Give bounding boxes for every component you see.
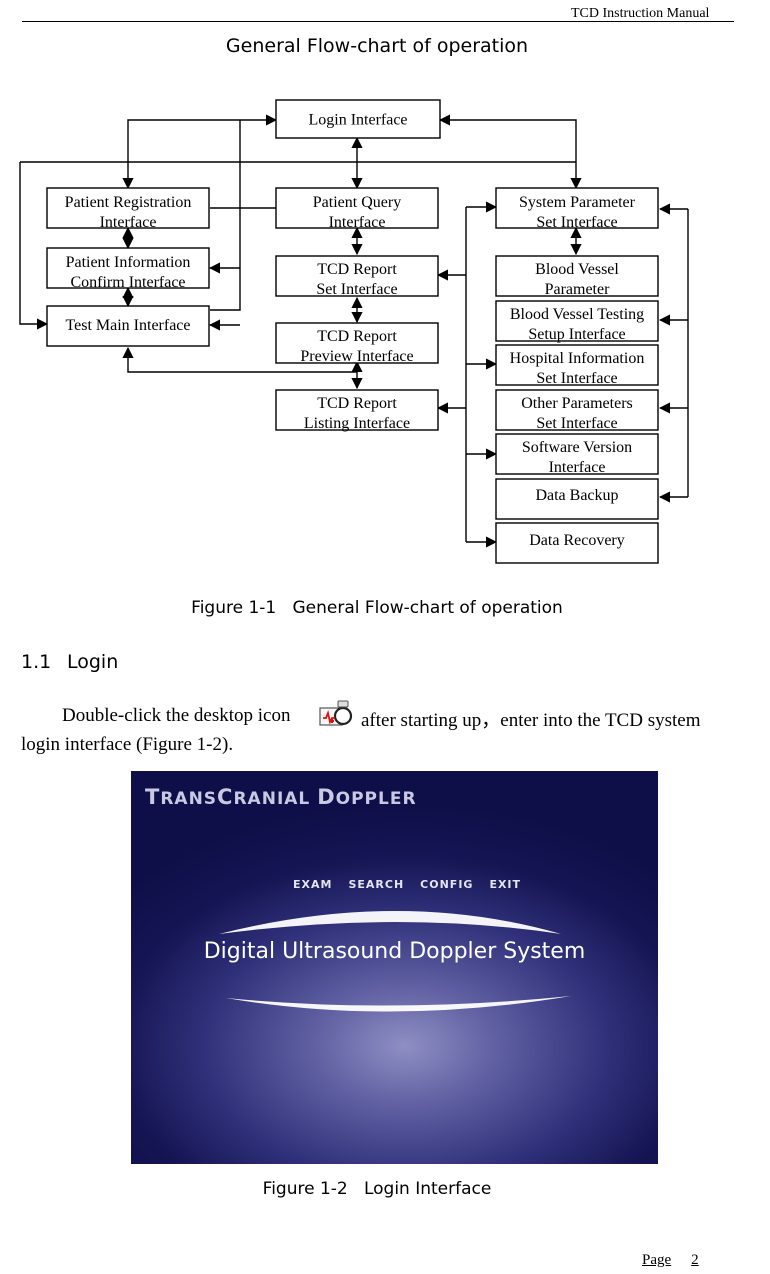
flow-box-label: Blood Vessel	[535, 261, 619, 278]
flow-box-system-parameter: System Parameter Set Interface	[495, 187, 659, 231]
flow-box-label: TCD Report	[317, 261, 397, 278]
decorative-arcs	[219, 911, 571, 1012]
menu-search[interactable]: SEARCH	[348, 878, 405, 891]
figure-title: Login Interface	[363, 1179, 492, 1199]
flow-box-sublabel: Interface	[549, 459, 606, 476]
flow-box-sublabel: Preview Interface	[300, 348, 413, 365]
chart-title: General Flow-chart of operation	[225, 35, 529, 57]
flow-box-patient-query: Patient Query Interface	[275, 187, 439, 231]
paragraph-text-continued: after starting up，enter into the TCD sys…	[361, 710, 701, 731]
flow-box-sublabel: Listing Interface	[304, 415, 410, 432]
brand-initial: D	[317, 785, 336, 809]
page-label: Page	[642, 1252, 672, 1268]
brand-text: OPPLER	[335, 789, 417, 809]
menu-config[interactable]: CONFIG	[420, 878, 474, 891]
flow-box-test-main: Test Main Interface	[46, 305, 210, 347]
figure-number: Figure 1-2	[262, 1179, 348, 1199]
manual-title: TCD Instruction Manual	[571, 6, 710, 21]
brand-initial: T	[145, 785, 161, 809]
flow-box-label: Patient Query	[313, 194, 401, 211]
login-interface-screenshot: TRANSCRANIAL DOPPLER EXAM SEARCH CONFIG …	[131, 771, 658, 1164]
flow-box-blood-vessel-parameter: Blood Vessel Parameter	[495, 255, 659, 298]
flow-box-login: Login Interface	[275, 99, 441, 139]
brand-title: TRANSCRANIAL DOPPLER	[145, 785, 417, 809]
figure-2-caption: Figure 1-2 Login Interface	[0, 1179, 754, 1199]
flow-box-label: Data Backup	[535, 487, 618, 504]
flow-box-other-parameters: Other Parameters Set Interface	[495, 389, 659, 432]
flow-box-sublabel: Set Interface	[536, 370, 617, 387]
flow-box-label: Patient Information	[66, 254, 191, 271]
flow-box-label: Test Main Interface	[65, 317, 190, 334]
brand-text: RANIAL	[233, 789, 318, 809]
figure-title: General Flow-chart of operation	[292, 598, 563, 618]
flow-box-sublabel: Parameter	[545, 281, 611, 298]
flow-box-patient-registration: Patient Registration Interface	[46, 187, 210, 231]
flow-box-data-backup: Data Backup	[495, 478, 659, 520]
flow-box-sublabel: Interface	[329, 214, 386, 231]
flow-box-sublabel: Set Interface	[536, 214, 617, 231]
brand-initial: C	[217, 785, 234, 809]
flow-box-label: Data Recovery	[529, 532, 625, 549]
flow-box-label: Other Parameters	[521, 395, 633, 412]
section-heading: 1.1 Login	[21, 651, 118, 673]
tcd-app-icon	[319, 700, 353, 726]
figure-1-caption: Figure 1-1 General Flow-chart of operati…	[0, 598, 754, 618]
flow-box-label: TCD Report	[317, 395, 397, 412]
flow-box-label: Login Interface	[308, 112, 407, 129]
page-number: 2	[691, 1252, 699, 1268]
figure-number: Figure 1-1	[191, 598, 277, 618]
flow-box-label: TCD Report	[317, 328, 397, 345]
flow-box-label: Hospital Information	[510, 350, 645, 367]
flow-box-blood-vessel-testing-setup: Blood Vessel Testing Setup Interface	[495, 300, 659, 343]
system-title: Digital Ultrasound Doppler System	[203, 939, 586, 964]
flow-box-software-version: Software Version Interface	[495, 433, 659, 476]
flowchart-diagram: Login Interface Patient Registration Int…	[19, 99, 689, 564]
flow-box-label: Blood Vessel Testing	[510, 306, 644, 323]
flow-box-tcd-report-preview: TCD Report Preview Interface	[275, 322, 439, 365]
flow-box-sublabel: Setup Interface	[528, 326, 625, 343]
paragraph-text-start: Double-click the desktop icon	[62, 705, 291, 726]
flow-box-label: Software Version	[522, 439, 632, 456]
flow-box-tcd-report-set: TCD Report Set Interface	[275, 255, 439, 298]
menu-exam[interactable]: EXAM	[293, 878, 333, 891]
flow-box-sublabel: Confirm Interface	[70, 274, 185, 291]
flow-box-tcd-report-listing: TCD Report Listing Interface	[275, 389, 439, 432]
flow-box-label: Patient Registration	[65, 194, 192, 211]
flow-box-sublabel: Set Interface	[536, 415, 617, 432]
flow-box-label: System Parameter	[519, 194, 636, 211]
brand-text: RANS	[160, 789, 218, 809]
section-number: 1.1	[21, 651, 52, 673]
header-rule	[22, 21, 734, 22]
flow-box-sublabel: Set Interface	[316, 281, 397, 298]
flow-box-hospital-information: Hospital Information Set Interface	[495, 344, 659, 387]
paragraph-text-end: login interface (Figure 1-2).	[21, 734, 234, 755]
flow-box-data-recovery: Data Recovery	[495, 522, 659, 564]
page-footer: Page 2	[642, 1252, 699, 1269]
flow-box-patient-information-confirm: Patient Information Confirm Interface	[46, 247, 210, 291]
login-menu: EXAM SEARCH CONFIG EXIT	[293, 878, 521, 891]
menu-exit[interactable]: EXIT	[489, 878, 522, 891]
section-title: Login	[67, 651, 119, 673]
flow-box-sublabel: Interface	[100, 214, 157, 231]
